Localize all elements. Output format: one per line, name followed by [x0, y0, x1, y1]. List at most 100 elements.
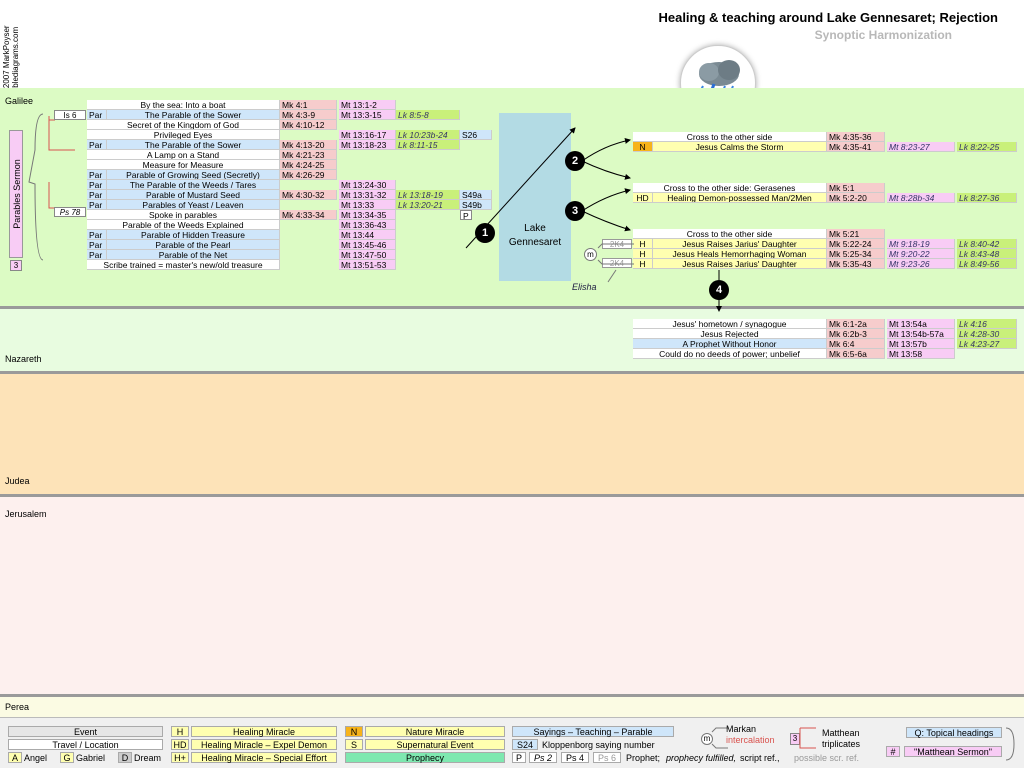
region-perea — [0, 697, 1024, 717]
legend-markan-1: Markan — [726, 724, 757, 734]
legend-angel-key: A — [8, 752, 22, 763]
sermon-count: 3 — [10, 260, 22, 271]
matthew-ref: Mt 13:54a — [887, 319, 955, 329]
legend-prophet-c: script ref., — [740, 753, 780, 763]
matthew-ref: Mt 13:18-23 — [339, 140, 396, 150]
matthew-ref: Mt 13:16-17 — [339, 130, 396, 140]
luke-ref: Lk 13:20-21 — [396, 200, 460, 210]
route-marker-4: 4 — [709, 280, 729, 300]
region-label-judea: Judea — [5, 476, 30, 486]
mark-ref: Mk 4:24-25 — [280, 160, 337, 170]
luke-ref: Lk 8:43-48 — [957, 249, 1017, 259]
matthew-ref: Mt 13:51-53 — [339, 260, 396, 270]
lake-gennesaret: Lake Gennesaret — [499, 113, 571, 281]
legend-healing-key: H — [171, 726, 189, 737]
row-event: A Prophet Without Honor — [633, 339, 827, 349]
legend-expel-key: HD — [171, 739, 189, 750]
region-divider — [0, 306, 1024, 309]
row-event: Measure for Measure — [87, 160, 280, 170]
row-event: Could do no deeds of power; unbelief — [633, 349, 827, 359]
row-event: Jesus Raises Jarius' Daughter — [653, 239, 827, 249]
saying-ref: S49a — [460, 190, 492, 200]
row-tag: Par — [87, 110, 107, 120]
region-label-galilee: Galilee — [5, 96, 34, 106]
row-event: Cross to the other side — [633, 229, 827, 239]
region-divider — [0, 494, 1024, 497]
row-event: The Parable of the Weeds / Tares — [107, 180, 280, 190]
legend-special-key: H+ — [171, 752, 189, 763]
luke-ref: Lk 8:22-25 — [957, 142, 1017, 152]
row-tag: H — [633, 249, 653, 259]
row-tag: Par — [87, 190, 107, 200]
matthew-ref: Mt 13:58 — [887, 349, 955, 359]
legend-ps2: Ps 2 — [529, 752, 557, 763]
route-arrows — [465, 127, 722, 312]
row-event: Parable of Hidden Treasure — [107, 230, 280, 240]
row-event: Parable of Growing Seed (Secretly) — [107, 170, 280, 180]
page-title: Healing & teaching around Lake Gennesare… — [658, 10, 998, 25]
row-event: Healing Demon-possessed Man/2Men — [653, 193, 827, 203]
mark-ref: Mk 5:21 — [827, 229, 885, 239]
row-tag: Par — [87, 170, 107, 180]
markan-intercalation-marker: m — [584, 248, 597, 261]
row-tag: Par — [87, 140, 107, 150]
row-event: Jesus Raises Jarius' Daughter — [653, 259, 827, 269]
luke-ref: Lk 8:11-15 — [396, 140, 460, 150]
matthew-ref: Mt 13:34-35 — [339, 210, 396, 220]
legend-dream-key: D — [118, 752, 132, 763]
luke-ref: Lk 4:23-27 — [957, 339, 1017, 349]
route-marker-3: 3 — [565, 201, 585, 221]
matthew-ref: Mt 9:23-26 — [887, 259, 955, 269]
mark-ref: Mk 4:26-29 — [280, 170, 337, 180]
mark-ref: Mk 5:2-20 — [827, 193, 885, 203]
mark-ref: Mk 4:1 — [280, 100, 337, 110]
matthew-ref: Mt 13:1-2 — [339, 100, 396, 110]
elisha-label: Elisha — [572, 282, 597, 292]
legend-nature-key: N — [345, 726, 363, 737]
legend-matthean-bracket — [799, 727, 816, 749]
legend-event: Event — [8, 726, 163, 737]
matthew-ref: Mt 13:54b-57a — [887, 329, 955, 339]
legend-travel: Travel / Location — [8, 739, 163, 750]
legend-matthean-sermon: "Matthean Sermon" — [904, 746, 1002, 757]
luke-ref: Lk 8:5-8 — [396, 110, 460, 120]
legend-markan-bracket — [711, 727, 728, 749]
matthew-ref: Mt 8:28b-34 — [887, 193, 955, 203]
luke-ref: Lk 4:16 — [957, 319, 1017, 329]
luke-ref: Lk 8:27-36 — [957, 193, 1017, 203]
mark-ref: Mk 4:13-20 — [280, 140, 337, 150]
legend-prophet-a: Prophet; — [626, 753, 661, 763]
mark-ref: Mk 6:4 — [827, 339, 885, 349]
row-event: The Parable of the Sower — [107, 140, 280, 150]
mark-ref: Mk 4:30-32 — [280, 190, 337, 200]
legend-markan-marker: m — [701, 733, 713, 745]
matthew-ref: Mt 13:24-30 — [339, 180, 396, 190]
row-event: Parable of the Pearl — [107, 240, 280, 250]
matthew-ref: Mt 13:33 — [339, 200, 396, 210]
legend-prophet-d: possible scr. ref. — [794, 753, 860, 763]
mark-ref: Mk 4:21-23 — [280, 150, 337, 160]
legend-s24-key: S24 — [512, 739, 538, 750]
page-subtitle: Synoptic Harmonization — [814, 28, 952, 42]
mark-ref: Mk 6:5-6a — [827, 349, 885, 359]
mark-ref: Mk 5:35-43 — [827, 259, 885, 269]
legend-healing: Healing Miracle — [191, 726, 337, 737]
route-marker-1: 1 — [475, 223, 495, 243]
legend-dream: Dream — [134, 753, 162, 763]
legend-angel: Angel — [24, 753, 48, 763]
